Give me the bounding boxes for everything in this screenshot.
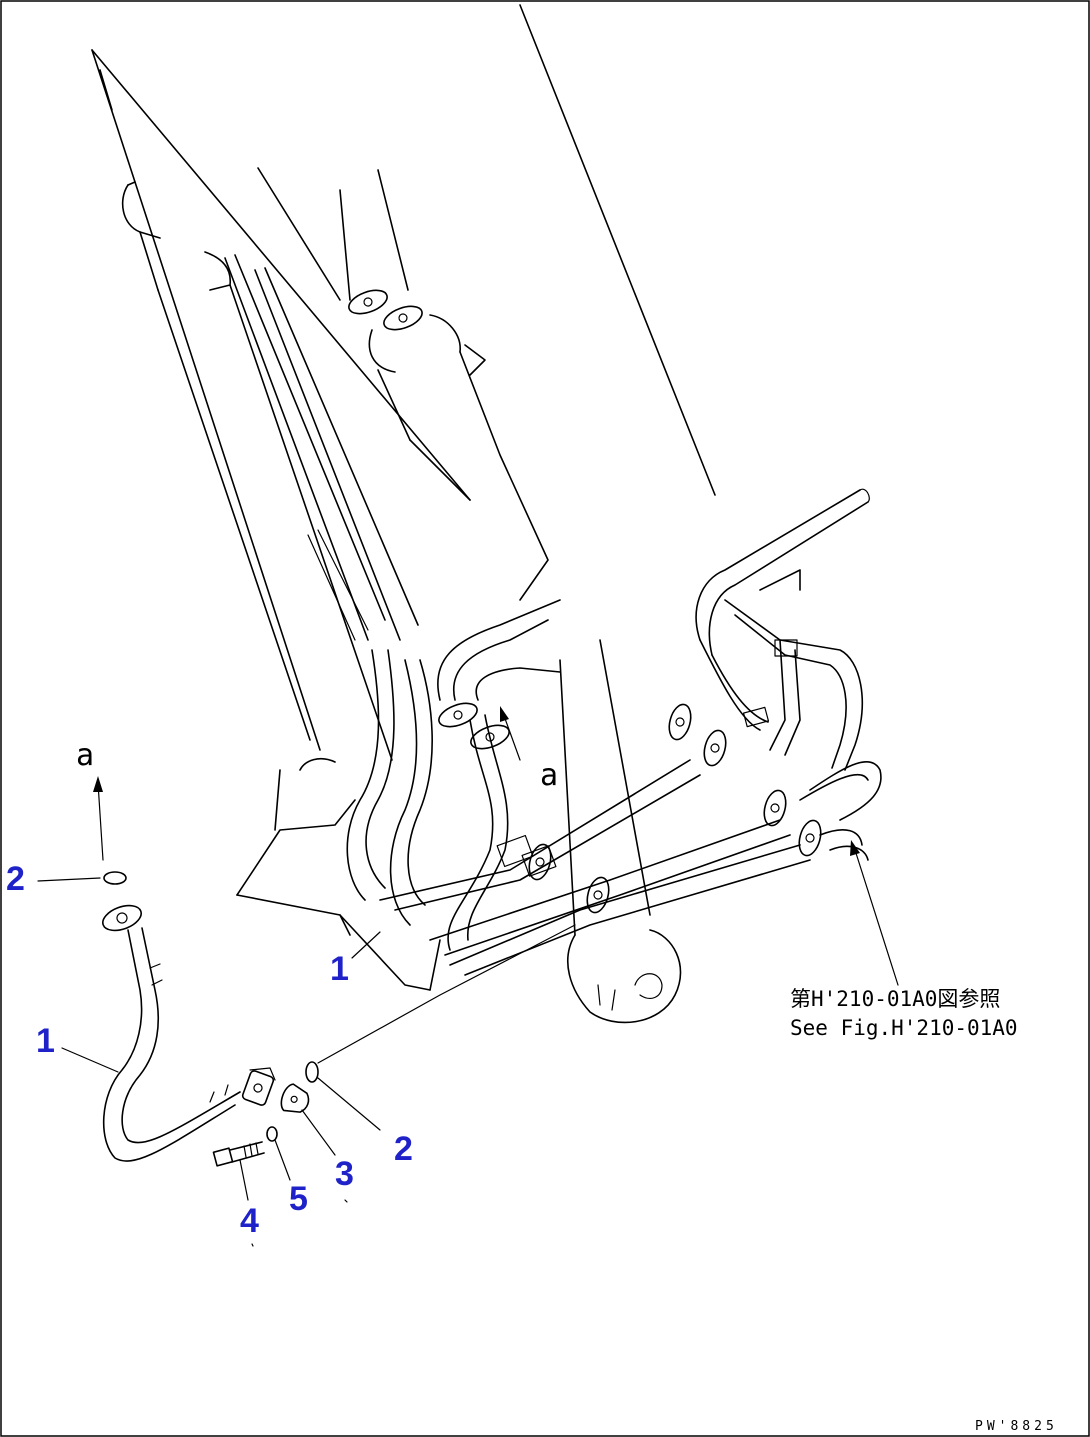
o-ring-top: [103, 871, 127, 885]
callout-3-flange[interactable]: 3: [335, 1155, 354, 1193]
reference-note-jp: 第H'210-01A0図参照: [790, 987, 1000, 1011]
arrow-head-icon: [850, 840, 860, 856]
flange: [586, 876, 610, 914]
boom-structure: [91, 4, 716, 1024]
flange: [668, 703, 692, 741]
flange: [528, 843, 552, 881]
flanges: [348, 289, 822, 914]
callout-1-hose[interactable]: 1: [36, 1022, 55, 1060]
o-ring-lower: [305, 1061, 319, 1083]
washer: [266, 1126, 278, 1142]
flange: [703, 729, 727, 767]
arrow-head-icon: [500, 706, 509, 722]
flange: [798, 819, 822, 857]
callout-1-assembly[interactable]: 1: [330, 950, 349, 988]
callout-2-top[interactable]: 2: [6, 860, 25, 898]
flange: [348, 289, 388, 315]
split-flange: [280, 1083, 310, 1113]
callout-5-washer[interactable]: 5: [289, 1180, 308, 1218]
callout-4-bolt[interactable]: 4: [240, 1202, 259, 1240]
view-ref-a-center: a: [540, 758, 558, 793]
leaders: [37, 706, 899, 1247]
exploded-parts: [102, 871, 319, 1167]
hose-part-1: [102, 904, 276, 1162]
arrow-head-icon: [93, 776, 103, 792]
bolt: [212, 1141, 265, 1167]
reference-note-en: See Fig.H'210-01A0: [790, 1016, 1018, 1040]
pipe-runs: [224, 254, 882, 976]
flange: [383, 305, 423, 331]
view-ref-a-left: a: [76, 738, 94, 773]
drawing-number: PW'8825: [975, 1419, 1058, 1434]
callout-2-oring[interactable]: 2: [394, 1130, 413, 1168]
flange: [438, 702, 478, 728]
flange: [763, 789, 787, 827]
